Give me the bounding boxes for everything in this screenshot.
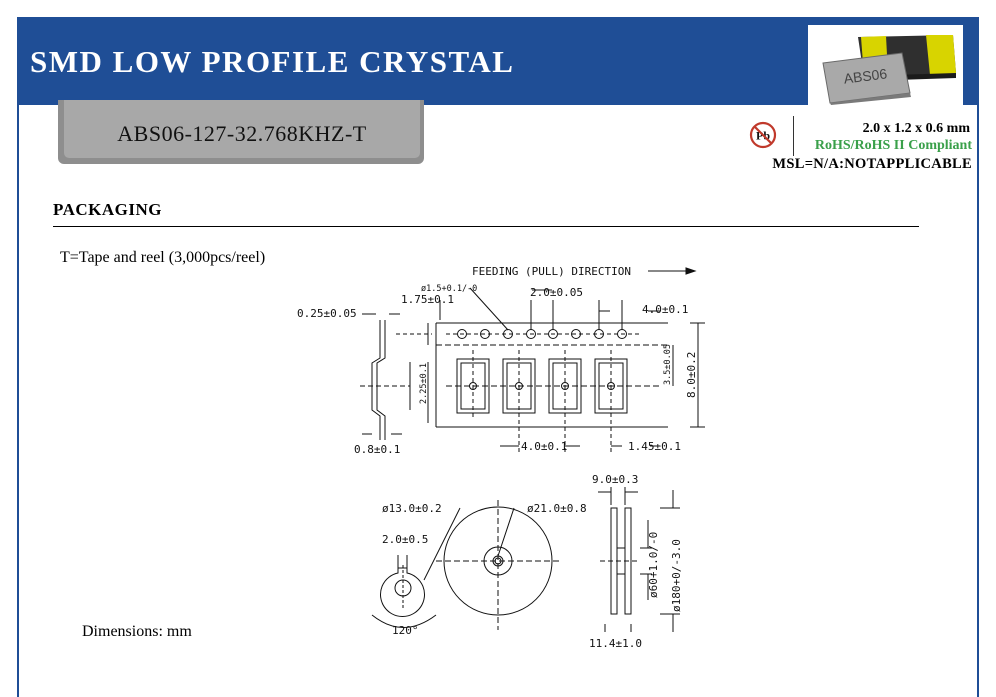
label-inner-dia: ø60+1.0/-0 xyxy=(647,532,660,598)
label-cavity-to-edge: 3.5±0.05 xyxy=(663,344,673,385)
label-thickness: 0.25±0.05 xyxy=(297,307,357,320)
label-hole-pitch: 2.0±0.05 xyxy=(530,286,583,299)
label-slot-width: 2.0±0.5 xyxy=(382,533,428,546)
rohs-status: RoHS/RoHS II Compliant xyxy=(814,138,972,153)
dimensions-note: Dimensions: mm xyxy=(82,623,192,640)
packaging-drawing: FEEDING (PULL) DIRECTION ø1.5+0.1/-0 1.7… xyxy=(297,265,705,650)
label-tape-width: 8.0±0.2 xyxy=(685,352,698,398)
part-number: ABS06-127-32.768KHZ-T xyxy=(117,121,367,146)
chip-marking: ABS06 xyxy=(843,65,888,86)
pb-free-icon: Pb xyxy=(748,120,778,155)
product-image: ABS06 xyxy=(808,25,963,105)
label-reel-width: 11.4±1.0 xyxy=(589,637,642,650)
label-pocket-pitch: 4.0±0.1 xyxy=(521,440,567,453)
label-sprocket-pitch: 4.0±0.1 xyxy=(642,303,688,316)
tape-reel-note: T=Tape and reel (3,000pcs/reel) xyxy=(60,249,266,266)
label-outer-hub-dia: ø21.0±0.8 xyxy=(527,502,587,515)
label-pocket-width: 1.45±0.1 xyxy=(628,440,681,453)
page-title: SMD LOW PROFILE CRYSTAL xyxy=(30,44,515,79)
compliance-divider xyxy=(793,116,794,156)
label-flange-thickness: 9.0±0.3 xyxy=(592,473,638,486)
label-reel-dia: ø180+0/-3.0 xyxy=(670,539,683,612)
size-spec: 2.0 x 1.2 x 0.6 mm xyxy=(862,121,970,136)
label-tape-base: 0.8±0.1 xyxy=(354,443,400,456)
page-frame xyxy=(17,17,979,697)
label-angle: 120° xyxy=(392,624,419,637)
section-divider xyxy=(53,226,919,227)
label-hole-dia: ø1.5+0.1/-0 xyxy=(421,284,477,294)
label-cavity-depth: 2.25±0.1 xyxy=(419,363,429,404)
part-tab-inner xyxy=(64,100,420,158)
label-feeding-direction: FEEDING (PULL) DIRECTION xyxy=(472,265,631,278)
label-edge-to-hole: 1.75±0.1 xyxy=(401,293,454,306)
label-hub-dia: ø13.0±0.2 xyxy=(382,502,442,515)
section-heading: PACKAGING xyxy=(53,200,163,219)
msl-rating: MSL=N/A:NOTAPPLICABLE xyxy=(772,156,972,172)
